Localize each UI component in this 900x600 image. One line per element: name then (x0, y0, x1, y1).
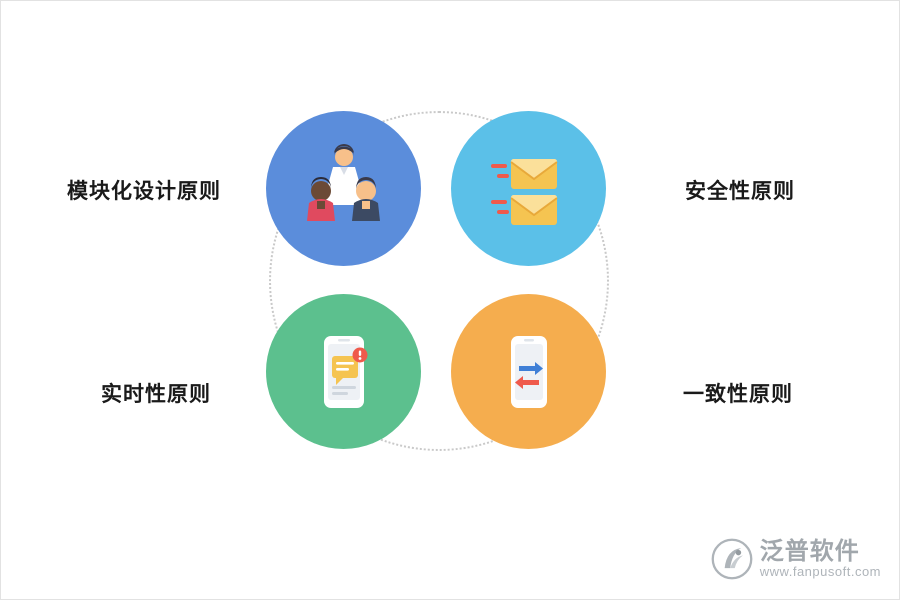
phone-message-icon (323, 335, 367, 408)
label-realtime: 实时性原则 (101, 383, 211, 406)
phone-sync-icon (510, 335, 547, 408)
fanpu-logo-icon (711, 538, 753, 580)
label-consistency: 一致性原则 (683, 383, 793, 406)
node-modular-design[interactable] (266, 111, 421, 266)
envelope-stack-icon (490, 158, 558, 225)
label-security: 安全性原则 (685, 180, 795, 203)
watermark-brand: 泛普软件 (759, 537, 860, 565)
watermark: 泛普软件 www.fanpusoft.com (710, 537, 881, 581)
node-security[interactable] (451, 111, 606, 266)
node-consistency[interactable] (451, 294, 606, 449)
watermark-domain: www.fanpusoft.com (759, 564, 881, 580)
label-modular-design: 模块化设计原则 (67, 180, 221, 203)
connector-ring (269, 111, 609, 451)
people-group-icon (306, 143, 380, 221)
node-realtime[interactable] (266, 294, 421, 449)
